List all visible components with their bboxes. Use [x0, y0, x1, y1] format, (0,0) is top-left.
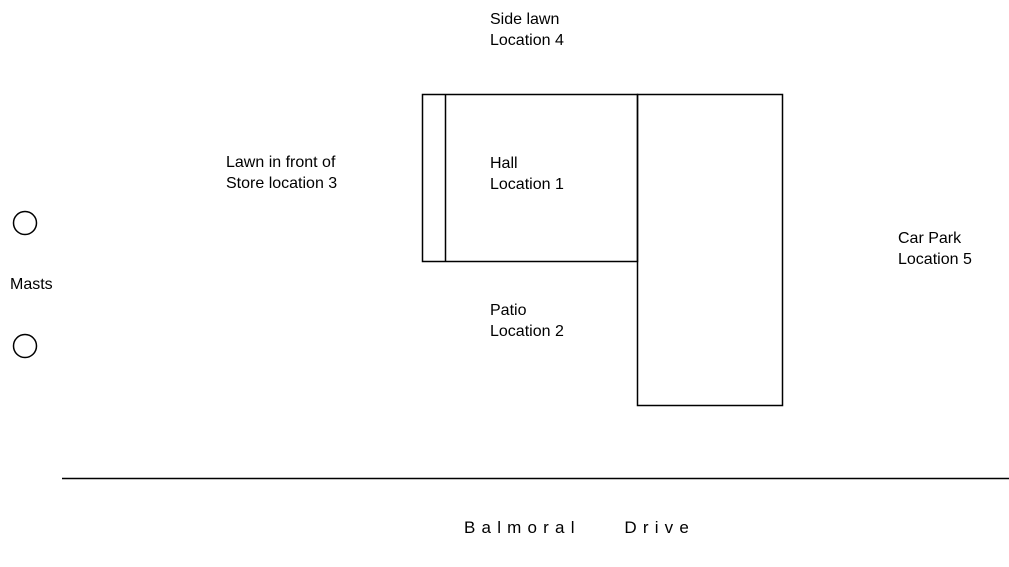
lawn-store-line2: Store location 3 — [226, 175, 338, 192]
side-lawn-title: Side lawn — [490, 11, 560, 28]
patio-title: Patio — [490, 302, 527, 319]
road-name-label: Balmoral Drive — [464, 518, 696, 537]
car-park-location: Location 5 — [898, 251, 972, 268]
car-park-title: Car Park — [898, 230, 962, 247]
patio-label: Patio Location 2 — [490, 300, 564, 342]
lawn-store-line1: Lawn in front of — [226, 154, 336, 171]
side-lawn-label: Side lawn Location 4 — [490, 9, 564, 51]
hall-location: Location 1 — [490, 176, 564, 193]
mast-icon-top — [12, 210, 38, 236]
car-park-label: Car Park Location 5 — [898, 228, 972, 270]
hall-label: Hall Location 1 — [490, 153, 564, 195]
side-lawn-location: Location 4 — [490, 32, 564, 49]
mast-icon-bottom — [12, 333, 38, 359]
patio-building — [636, 93, 784, 407]
hall-title: Hall — [490, 155, 518, 172]
lawn-store-label: Lawn in front of Store location 3 — [226, 152, 337, 194]
patio-location: Location 2 — [490, 323, 564, 340]
masts-label: Masts — [10, 276, 53, 293]
